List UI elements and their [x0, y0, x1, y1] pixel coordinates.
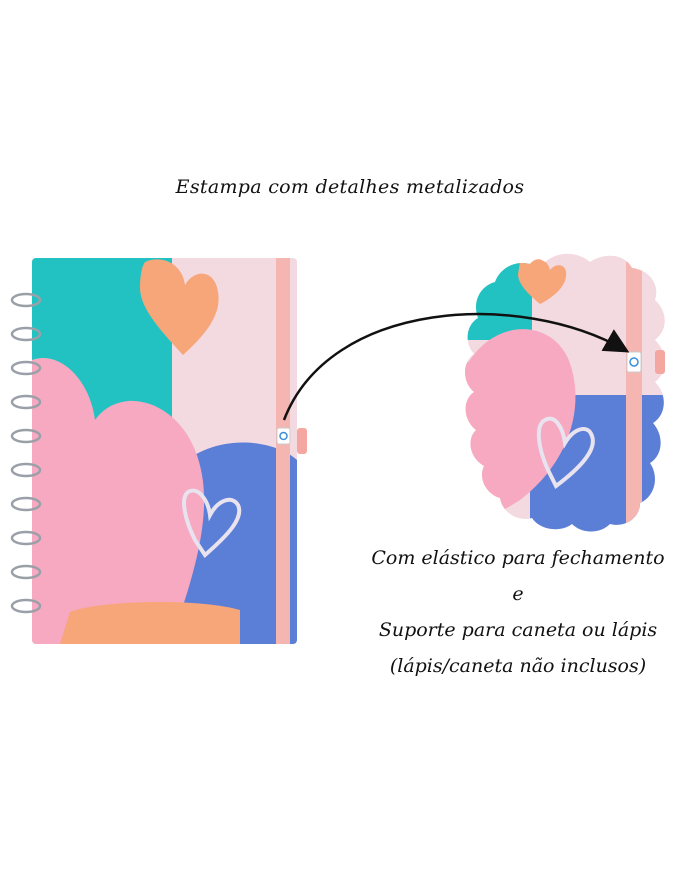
title-caption: Estampa com detalhes metalizados [175, 176, 525, 198]
cover-tab [297, 428, 307, 454]
metallic-heart [182, 488, 242, 559]
notebook-cover [32, 258, 297, 644]
zoom-tab [655, 350, 665, 374]
pink-heart-shape [32, 358, 205, 644]
zoom-logo-icon [629, 357, 639, 367]
zoom-elastic-band [626, 262, 642, 532]
spiral-rings [10, 292, 42, 614]
zoom-metallic-heart [536, 416, 595, 490]
pen-holder-badge [276, 427, 291, 445]
caption-line-1: Com elástico para fechamento [371, 547, 665, 569]
zoom-detail [465, 253, 665, 532]
caption-line-2: e [512, 583, 524, 605]
pointer-arrow [282, 312, 630, 421]
caption-line-3: Suporte para caneta ou lápis [378, 619, 658, 641]
notebook [10, 258, 307, 644]
zoom-peach [518, 257, 567, 304]
peach-bottom-shape [60, 601, 240, 644]
feature-caption: Com elástico para fechamento e Suporte p… [368, 540, 668, 684]
elastic-band [276, 258, 290, 644]
peach-heart-shape [140, 259, 219, 355]
caption-line-4: (lápis/caneta não inclusos) [389, 655, 647, 677]
zoom-pen-holder-badge [626, 351, 642, 373]
logo-icon [279, 431, 288, 441]
blue-block [175, 442, 297, 644]
